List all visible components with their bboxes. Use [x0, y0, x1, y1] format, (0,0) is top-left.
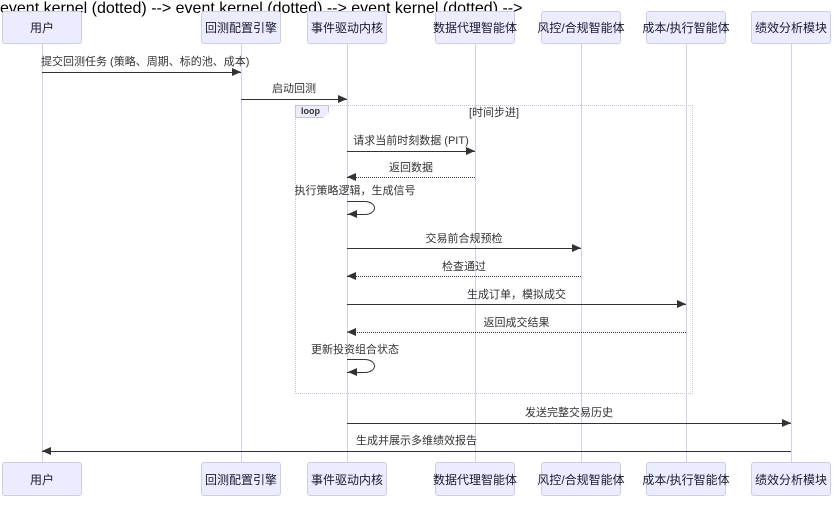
- arrow-head: [782, 419, 791, 427]
- message-label: 交易前合规预检: [425, 233, 503, 245]
- actor-user-top: 用户: [2, 11, 82, 44]
- message-line: [347, 276, 581, 277]
- lifeline-cost-execution-agent: [686, 44, 687, 462]
- actor-label: 风控/合规智能体: [537, 472, 625, 487]
- actor-cost-execution-agent-top: 成本/执行智能体: [642, 11, 730, 44]
- actor-label: 绩效分析模块: [754, 21, 827, 35]
- arrow-head: [347, 328, 356, 336]
- actor-label: 用户: [29, 472, 54, 487]
- message-label: 更新投资组合状态: [311, 344, 399, 356]
- message-line: [42, 451, 791, 452]
- actor-label: 数据代理智能体: [433, 21, 518, 35]
- actor-data-agent-top: 数据代理智能体: [433, 11, 518, 44]
- lifeline-event-kernel: [347, 44, 348, 462]
- loop-label: loop: [295, 105, 329, 118]
- actor-label: 成本/执行智能体: [642, 21, 730, 35]
- actor-label: 事件驱动内核: [310, 21, 383, 35]
- arrow-head: [348, 368, 357, 376]
- actor-label: 绩效分析模块: [754, 472, 827, 487]
- lifeline-risk-compliance-agent: [581, 44, 582, 462]
- actor-performance-module-bottom: 绩效分析模块: [751, 462, 831, 496]
- message-label: 返回成交结果: [483, 317, 550, 329]
- arrow-head: [347, 173, 356, 181]
- actor-label: 风控/合规智能体: [537, 21, 625, 35]
- actor-label: 成本/执行智能体: [642, 472, 730, 487]
- arrow-head: [232, 68, 241, 76]
- message-label: 生成并展示多维绩效报告: [356, 435, 477, 447]
- message-line: [347, 423, 791, 424]
- message-label: 启动回测: [272, 83, 316, 95]
- actor-cost-execution-agent-bottom: 成本/执行智能体: [642, 462, 730, 496]
- lifeline-user: [42, 44, 43, 462]
- message-label: 发送完整交易历史: [525, 407, 613, 419]
- actor-label: 用户: [29, 21, 54, 35]
- lifeline-data-agent: [475, 44, 476, 462]
- message-line: [347, 304, 686, 305]
- actor-data-agent-bottom: 数据代理智能体: [433, 462, 518, 496]
- loop-frame: [295, 105, 693, 394]
- self-message-curl: [347, 359, 375, 373]
- actor-backtest-config-engine-bottom: 回测配置引擎: [201, 462, 281, 496]
- message-line: [42, 72, 241, 73]
- message-label: 返回数据: [389, 162, 433, 174]
- message-line: [241, 99, 347, 100]
- arrow-head: [466, 147, 475, 155]
- actor-performance-module-top: 绩效分析模块: [751, 11, 831, 44]
- message-label: 检查通过: [442, 261, 486, 273]
- self-message-curl: [347, 201, 375, 215]
- message-line: [347, 177, 475, 178]
- actor-label: 事件驱动内核: [310, 472, 383, 487]
- actor-event-kernel-bottom: 事件驱动内核: [307, 462, 387, 496]
- actor-label: 回测配置引擎: [204, 472, 277, 487]
- arrow-head: [677, 300, 686, 308]
- actor-label: 数据代理智能体: [433, 472, 518, 487]
- message-line: [347, 151, 475, 152]
- lifeline-performance-module: [791, 44, 792, 462]
- actor-backtest-config-engine-top: 回测配置引擎: [201, 11, 281, 44]
- message-line: [347, 332, 686, 333]
- lifeline-backtest-config-engine: [241, 44, 242, 462]
- arrow-head: [338, 95, 347, 103]
- message-line: [347, 248, 581, 249]
- loop-condition: [时间步进]: [468, 107, 520, 119]
- message-label: 提交回测任务 (策略、周期、标的池、成本): [41, 56, 250, 68]
- message-label: 生成订单，模拟成交: [467, 289, 566, 301]
- message-label: 请求当前时刻数据 (PIT): [353, 135, 469, 147]
- actor-risk-compliance-agent-bottom: 风控/合规智能体: [537, 462, 625, 496]
- message-label: 执行策略逻辑，生成信号: [294, 185, 416, 197]
- arrow-head: [42, 447, 51, 455]
- actor-label: 回测配置引擎: [204, 21, 277, 35]
- arrow-head: [572, 244, 581, 252]
- arrow-head: [347, 272, 356, 280]
- actor-risk-compliance-agent-top: 风控/合规智能体: [537, 11, 625, 44]
- arrow-head: [348, 210, 357, 218]
- actor-event-kernel-top: 事件驱动内核: [307, 11, 387, 44]
- actor-user-bottom: 用户: [2, 462, 82, 496]
